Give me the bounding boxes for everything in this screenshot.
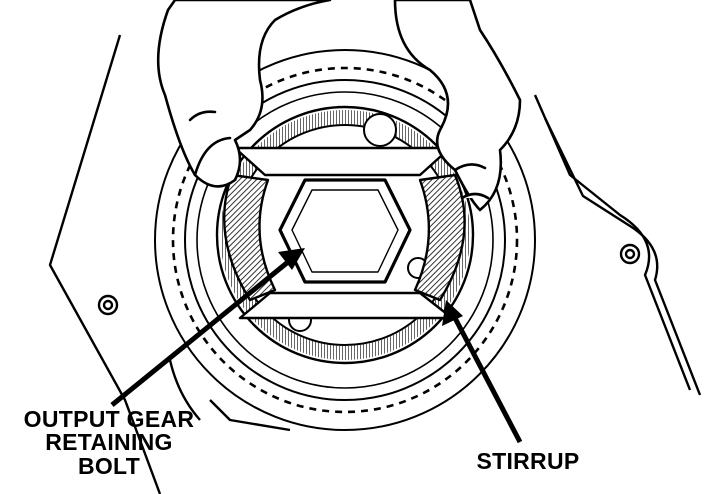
right-housing-plate	[533, 94, 702, 396]
retaining-bolt	[278, 178, 412, 284]
stirrup-tool	[223, 146, 466, 320]
ring-gear	[154, 49, 536, 431]
left-housing-plate	[48, 34, 291, 494]
arrow-output-gear-bolt	[110, 248, 305, 407]
stirrup-label: STIRRUP	[476, 448, 580, 474]
arrow-stirrup	[442, 300, 523, 444]
label-line-3: BOLT	[77, 452, 141, 479]
left-hand	[156, 0, 332, 188]
label-line-1: OUTPUT GEAR	[23, 406, 195, 432]
output-gear-retaining-bolt-label: OUTPUT GEAR RETAINING BOLT	[4, 406, 214, 479]
label-line-2: RETAINING	[45, 429, 173, 456]
right-hand	[393, 0, 522, 212]
